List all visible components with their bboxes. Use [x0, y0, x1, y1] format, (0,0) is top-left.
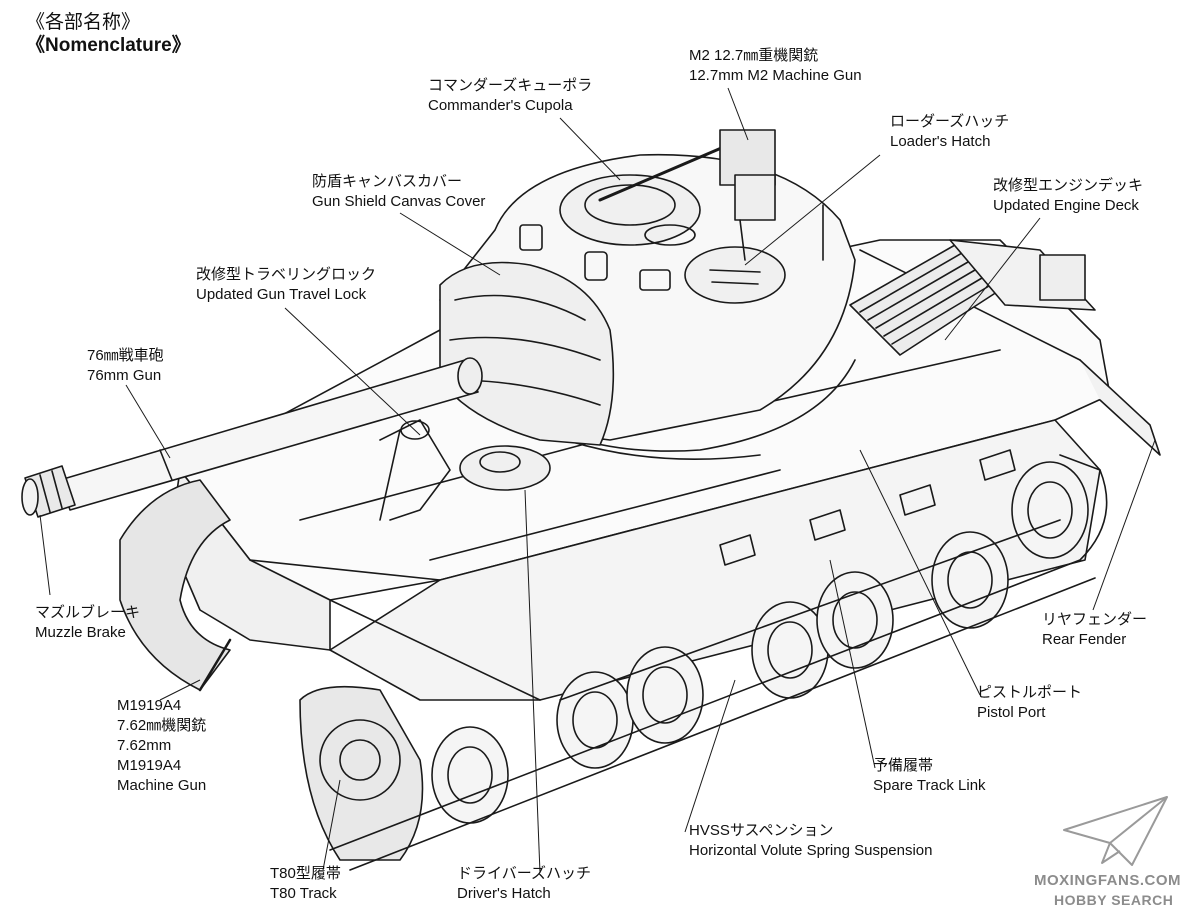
label-muzzle-jp: マズルブレーキ: [35, 604, 141, 621]
label-rear-fender: リヤフェンダー Rear Fender: [1042, 610, 1147, 650]
engine-grille: [849, 239, 1096, 356]
track-belt: [329, 454, 1108, 871]
driver-hatch: [459, 445, 551, 491]
spare-track-links: [719, 449, 1016, 566]
label-loaders-hatch: ローダーズハッチ Loader's Hatch: [890, 112, 1009, 152]
label-m1919-l4: M1919A4: [117, 757, 182, 774]
label-spare-track-link: 予備履帯 Spare Track Link: [873, 756, 986, 796]
m2-machine-gun: [598, 129, 776, 261]
label-t80-jp: T80型履帯: [270, 865, 341, 882]
gun-travel-lock: [379, 419, 451, 521]
muzzle-brake: [21, 465, 76, 518]
label-spare-track-jp: 予備履帯: [873, 757, 934, 774]
label-m1919-l2: 7.62㎜機関銃: [117, 717, 207, 734]
paper-plane-logo-icon: [1063, 796, 1168, 866]
label-drivers-hatch: ドライバーズハッチ Driver's Hatch: [457, 864, 591, 904]
label-muzzle-brake: マズルブレーキ Muzzle Brake: [35, 603, 140, 643]
hull-machine-gun: [198, 638, 232, 692]
label-gun-shield-cover: 防盾キャンバスカバー Gun Shield Canvas Cover: [312, 172, 485, 212]
label-t80-en: T80 Track: [270, 885, 337, 902]
label-commanders-cupola: コマンダーズキューポラ Commander's Cupola: [428, 76, 592, 116]
label-rear-fender-en: Rear Fender: [1042, 631, 1127, 648]
label-pistol-port-en: Pistol Port: [977, 704, 1046, 721]
label-gun-travel-lock: 改修型トラベリングロック Updated Gun Travel Lock: [196, 265, 376, 305]
label-loader-hatch-jp: ローダーズハッチ: [890, 113, 1010, 130]
label-rear-fender-jp: リヤフェンダー: [1042, 611, 1148, 628]
label-gun-shield-jp: 防盾キャンバスカバー: [312, 173, 463, 190]
rear-fender: [1079, 359, 1161, 456]
label-travel-lock-en: Updated Gun Travel Lock: [196, 286, 367, 303]
label-m1919-l5: Machine Gun: [117, 777, 207, 794]
label-engine-deck-jp: 改修型エンジンデッキ: [993, 177, 1144, 194]
label-hvss-suspension: HVSSサスペンション Horizontal Volute Spring Sus…: [689, 821, 933, 861]
label-m1919-l1: M1919A4: [117, 697, 182, 714]
track-front: [119, 479, 424, 861]
label-hvss-jp: HVSSサスペンション: [689, 822, 834, 839]
label-cupola-jp: コマンダーズキューポラ: [428, 77, 593, 94]
label-muzzle-en: Muzzle Brake: [35, 624, 126, 641]
watermark-brand: HOBBY SEARCH: [1054, 892, 1174, 908]
label-76mm-gun: 76㎜戦車砲 76mm Gun: [87, 346, 164, 386]
label-loader-hatch-en: Loader's Hatch: [890, 133, 991, 150]
label-driver-hatch-en: Driver's Hatch: [457, 885, 551, 902]
label-spare-track-en: Spare Track Link: [873, 777, 986, 794]
label-m1919-l3: 7.62mm: [117, 737, 172, 754]
turret: [439, 153, 856, 460]
label-m1919-machine-gun: M1919A4 7.62㎜機関銃 7.62mm M1919A4 Machine …: [117, 696, 206, 796]
label-travel-lock-jp: 改修型トラベリングロック: [196, 266, 377, 283]
label-t80-track: T80型履帯 T80 Track: [270, 864, 341, 904]
label-pistol-port: ピストルポート Pistol Port: [977, 683, 1082, 723]
label-gun76-jp: 76㎜戦車砲: [87, 347, 164, 364]
label-driver-hatch-jp: ドライバーズハッチ: [457, 865, 591, 882]
leader-lines: [39, 87, 1156, 874]
label-pistol-port-jp: ピストルポート: [977, 684, 1083, 701]
label-gun-shield-en: Gun Shield Canvas Cover: [312, 193, 486, 210]
page-title-jp: 《各部名称》: [26, 12, 141, 33]
watermark-site: MOXINGFANS.COM: [1034, 872, 1182, 889]
road-wheels: [431, 461, 1089, 824]
label-m2-en: 12.7mm M2 Machine Gun: [689, 67, 862, 84]
label-cupola-en: Commander's Cupola: [428, 97, 573, 114]
page-title-en: 《Nomenclature》: [26, 35, 191, 56]
label-hvss-en: Horizontal Volute Spring Suspension: [689, 842, 933, 859]
label-engine-deck-en: Updated Engine Deck: [993, 197, 1139, 214]
label-engine-deck: 改修型エンジンデッキ Updated Engine Deck: [993, 176, 1143, 216]
label-m2-jp: M2 12.7㎜重機関銃: [689, 47, 819, 64]
label-m2-machine-gun: M2 12.7㎜重機関銃 12.7mm M2 Machine Gun: [689, 46, 862, 86]
label-gun76-en: 76mm Gun: [87, 367, 162, 384]
